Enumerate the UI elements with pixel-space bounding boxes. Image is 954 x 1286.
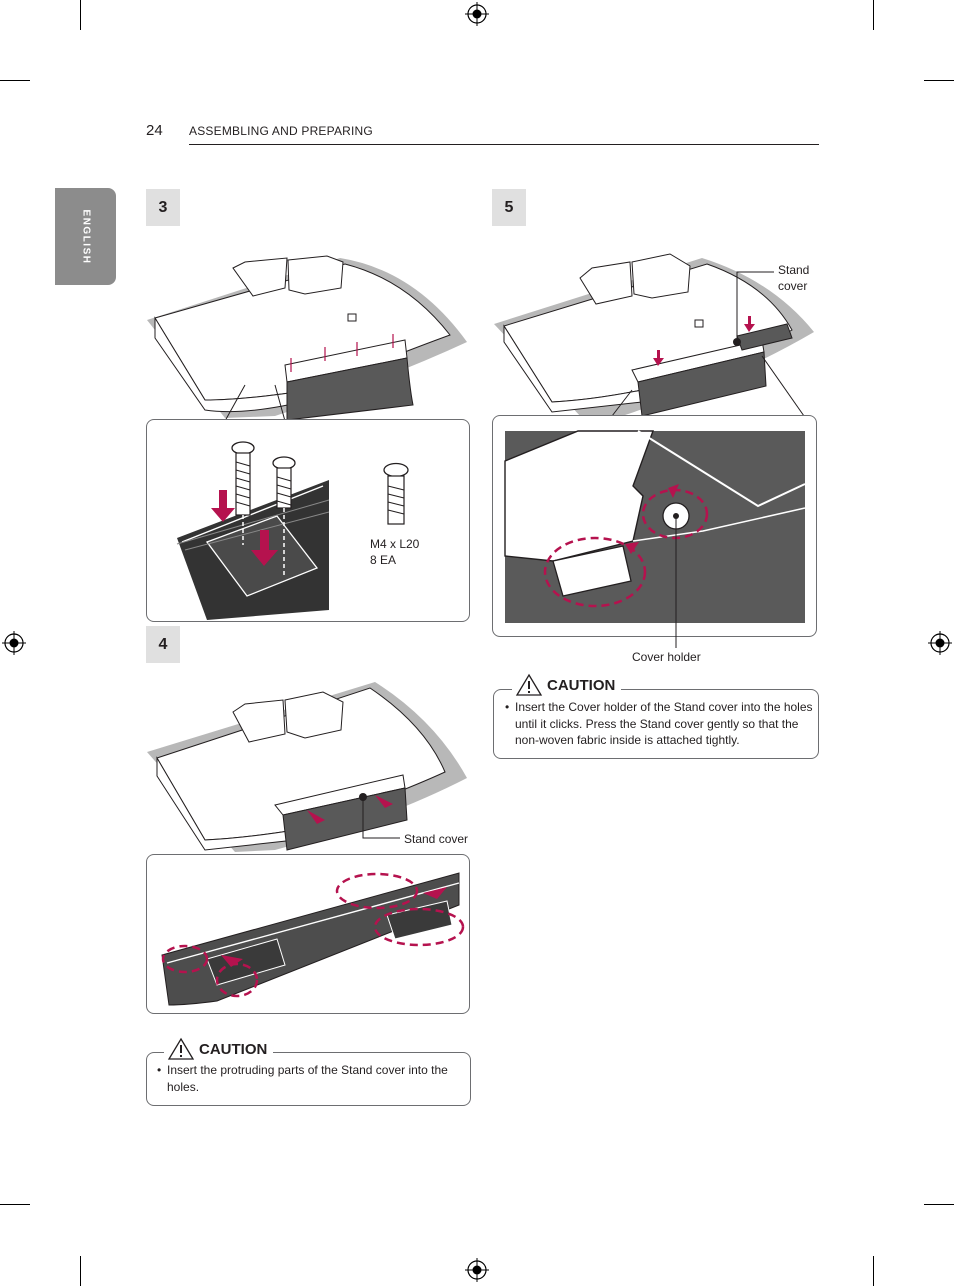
step-5-badge: 5: [492, 189, 526, 226]
step-4-caution-item: • Insert the protruding parts of the Sta…: [157, 1062, 457, 1095]
screw-icon: [272, 456, 296, 509]
stand-cover-label-line-1: Stand: [778, 263, 810, 277]
step-4-badge: 4: [146, 626, 180, 663]
registration-mark-icon: [928, 631, 952, 655]
warning-icon: [167, 1037, 195, 1060]
cover-insertion-detail: [161, 864, 465, 1006]
caution-title: CAUTION: [199, 1040, 268, 1058]
warning-icon: [515, 673, 543, 696]
crop-mark: [924, 1204, 954, 1205]
registration-mark-icon: [465, 1258, 489, 1282]
screw-insertion-detail: [176, 441, 409, 620]
header-rule: [189, 144, 819, 145]
step-4-caution-box: [146, 1052, 471, 1106]
crop-mark: [80, 0, 81, 30]
caution-text: Insert the protruding parts of the Stand…: [167, 1063, 448, 1094]
crop-mark: [0, 80, 30, 81]
step-5-detail-panel: [492, 415, 817, 648]
bullet: •: [157, 1063, 162, 1077]
arrow-icon: [221, 887, 447, 967]
screw-icon: [231, 441, 255, 516]
cover-holder-detail: [504, 430, 806, 648]
tv-back-illustration-step-4: [147, 682, 467, 852]
stand-cover-label-line-2: cover: [778, 279, 808, 293]
cover-holder-label: Cover holder: [632, 650, 701, 664]
stand-cover-label: Stand cover: [404, 832, 469, 846]
arrow-down-icon: [251, 530, 278, 566]
language-tab-label: ENGLISH: [80, 209, 91, 264]
arrow-down-icon: [211, 490, 235, 522]
step-5-caution-item: • Insert the Cover holder of the Stand c…: [505, 699, 813, 749]
arrow-icon: [307, 795, 393, 824]
step-4-detail-panel: [146, 854, 470, 1014]
arrow-down-icon: [653, 316, 755, 366]
registration-mark-icon: [465, 2, 489, 26]
crop-mark: [0, 1204, 30, 1205]
crop-mark: [873, 1256, 874, 1286]
crop-mark: [873, 0, 874, 30]
caution-title: CAUTION: [547, 676, 616, 694]
registration-mark-icon: [2, 631, 26, 655]
bullet: •: [505, 700, 510, 714]
step-5-caution-box: [493, 689, 819, 759]
screw-count-label: 8 EA: [370, 553, 397, 567]
crop-mark: [80, 1256, 81, 1286]
tv-back-illustration-step-3: [147, 255, 467, 421]
screw-spec-label: M4 x L20: [370, 537, 420, 551]
callout-connector: [224, 384, 286, 422]
page-number: 24: [146, 122, 163, 139]
step-5-caution-heading: CAUTION: [512, 673, 622, 696]
screw-icon: [383, 462, 409, 525]
step-3-detail-panel: M4 x L20 8 EA: [146, 419, 470, 622]
language-tab: ENGLISH: [55, 188, 116, 285]
step-3-badge: 3: [146, 189, 180, 226]
step-4-caution-heading: CAUTION: [164, 1037, 274, 1060]
caution-text: Insert the Cover holder of the Stand cov…: [515, 700, 813, 747]
crop-mark: [924, 80, 954, 81]
section-title: ASSEMBLING AND PREPARING: [189, 124, 373, 138]
tv-back-illustration-step-5: [494, 253, 814, 418]
